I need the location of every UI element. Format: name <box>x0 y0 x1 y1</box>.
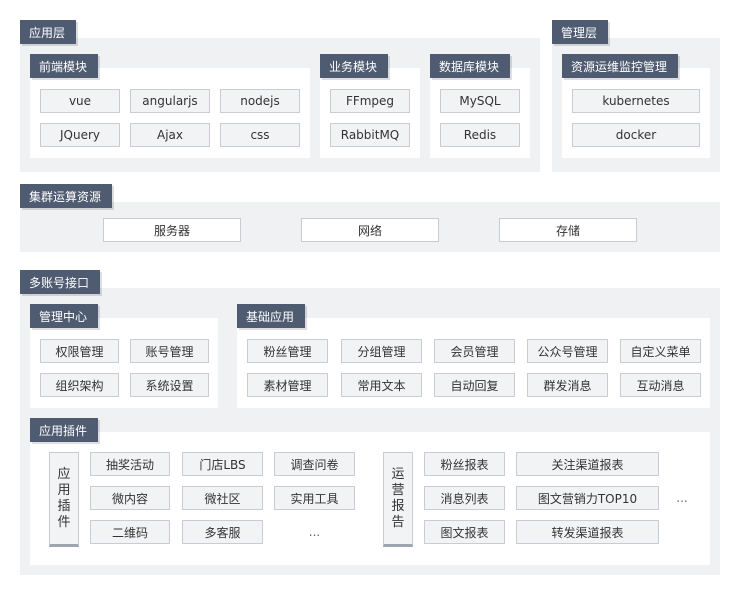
frontend-module-title: 前端模块 <box>30 54 98 78</box>
report-item-0: 粉丝报表 <box>424 452 505 476</box>
cluster-item-server: 服务器 <box>103 218 241 242</box>
database-module-title: 数据库模块 <box>430 54 510 78</box>
ba-item-9: 互动消息 <box>620 373 701 397</box>
module-item-kubernetes: kubernetes <box>572 89 700 113</box>
ba-item-4: 自定义菜单 <box>620 339 701 363</box>
plugin-group-vertical-label: 应用插件 <box>49 452 79 547</box>
module-item-jquery: JQuery <box>40 123 120 147</box>
module-item-mysql: MySQL <box>440 89 520 113</box>
ba-item-5: 素材管理 <box>247 373 328 397</box>
vertical-label-char: 报 <box>391 498 405 514</box>
management-layer-title: 管理层 <box>552 20 608 44</box>
plugins-title: 应用插件 <box>30 418 98 442</box>
plugin-item-2: 调查问卷 <box>274 452 355 476</box>
plugin-item-4: 微社区 <box>182 486 263 510</box>
cluster-item-network: 网络 <box>301 218 439 242</box>
ba-item-1: 分组管理 <box>341 339 422 363</box>
business-module-title: 业务模块 <box>320 54 388 78</box>
multi-account-title: 多账号接口 <box>20 270 100 294</box>
module-item-redis: Redis <box>440 123 520 147</box>
module-item-nodejs: nodejs <box>220 89 300 113</box>
module-item-docker: docker <box>572 123 700 147</box>
management-center-title: 管理中心 <box>30 304 98 328</box>
vertical-label-char: 营 <box>391 482 405 498</box>
cluster-item-storage: 存储 <box>499 218 637 242</box>
plugin-item-1: 门店LBS <box>182 452 263 476</box>
mc-item-accounts: 账号管理 <box>130 339 209 363</box>
module-item-angularjs: angularjs <box>130 89 210 113</box>
cluster-title: 集群运算资源 <box>20 184 112 208</box>
application-layer-title: 应用层 <box>20 20 76 44</box>
basic-apps-title: 基础应用 <box>237 304 305 328</box>
module-item-ffmpeg: FFmpeg <box>330 89 410 113</box>
vertical-label-char: 用 <box>57 482 71 498</box>
ba-item-0: 粉丝管理 <box>247 339 328 363</box>
module-item-vue: vue <box>40 89 120 113</box>
report-item-2: 消息列表 <box>424 486 505 510</box>
report-item-1: 关注渠道报表 <box>516 452 659 476</box>
monitoring-title: 资源运维监控管理 <box>562 54 678 78</box>
report-more-ellipsis: ... <box>676 491 688 505</box>
vertical-label-char: 应 <box>57 466 71 482</box>
ba-item-2: 会员管理 <box>434 339 515 363</box>
ba-item-6: 常用文本 <box>341 373 422 397</box>
module-item-ajax: Ajax <box>130 123 210 147</box>
vertical-label-char: 件 <box>57 514 71 530</box>
module-item-css: css <box>220 123 300 147</box>
report-item-5: 转发渠道报表 <box>516 520 659 544</box>
mc-item-settings: 系统设置 <box>130 373 209 397</box>
plugin-item-0: 抽奖活动 <box>90 452 170 476</box>
mc-item-permissions: 权限管理 <box>40 339 119 363</box>
vertical-label-char: 插 <box>57 498 71 514</box>
mc-item-organization: 组织架构 <box>40 373 119 397</box>
ba-item-3: 公众号管理 <box>527 339 608 363</box>
plugin-item-5: 实用工具 <box>274 486 355 510</box>
ba-item-7: 自动回复 <box>434 373 515 397</box>
vertical-label-char: 告 <box>391 514 405 530</box>
plugin-item-6: 二维码 <box>90 520 170 544</box>
vertical-label-char: 运 <box>391 466 405 482</box>
report-item-3: 图文营销力TOP10 <box>516 486 659 510</box>
report-group-vertical-label: 运营报告 <box>383 452 413 547</box>
module-item-rabbitmq: RabbitMQ <box>330 123 410 147</box>
plugin-item-7: 多客服 <box>182 520 263 544</box>
plugin-more-ellipsis: ... <box>308 525 321 539</box>
report-item-4: 图文报表 <box>424 520 505 544</box>
plugin-item-3: 微内容 <box>90 486 170 510</box>
ba-item-8: 群发消息 <box>527 373 608 397</box>
